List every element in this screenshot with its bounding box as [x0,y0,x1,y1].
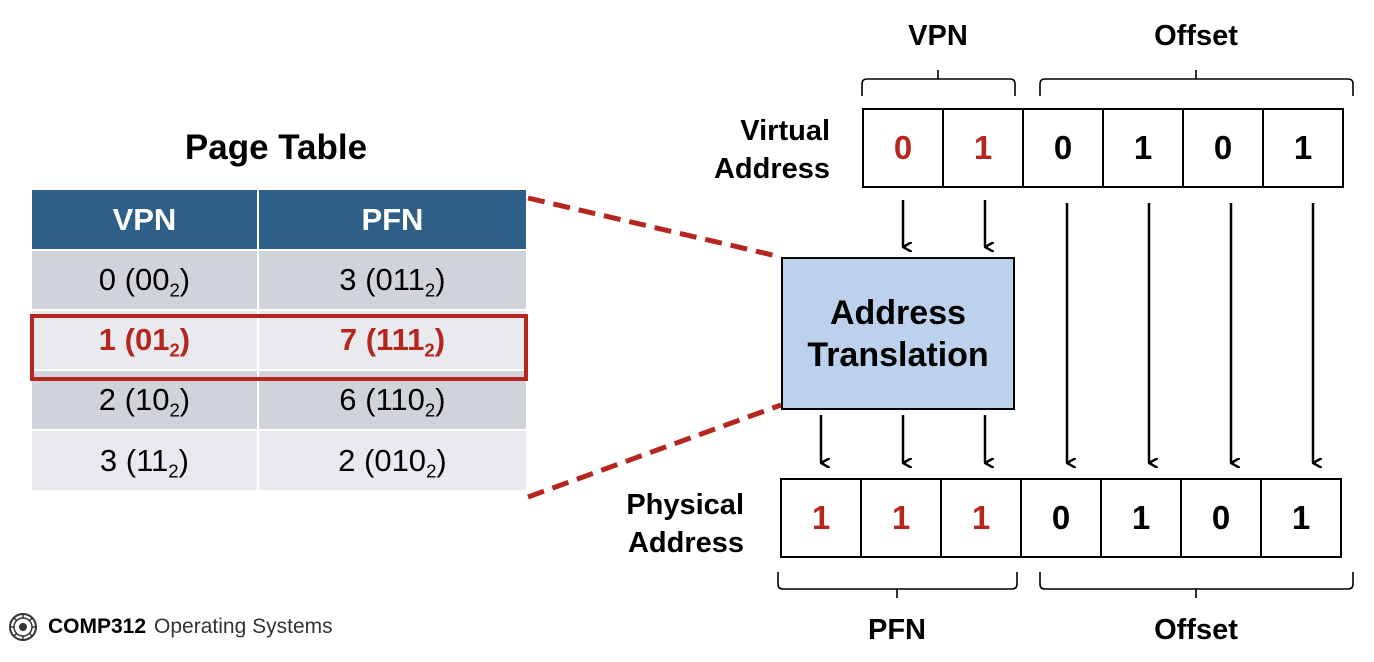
pa-bit: 1 [1100,478,1182,558]
page-table-header: VPN PFN [32,190,526,250]
address-translation-box: Address Translation [781,257,1015,410]
page-table: VPN PFN 0 (002) 3 (0112) 1 (012) 7 (1112… [32,190,526,490]
table-row: 3 (112) 2 (0102) [32,429,526,490]
footer: COMP312 Operating Systems [8,612,333,642]
vpn-cell: 1 (012) [32,309,259,370]
page-table-title: Page Table [184,128,368,167]
physical-address-label: Physical Address [626,489,744,559]
pfn-brace [777,572,1018,598]
university-seal-icon [9,613,37,641]
vpn-header: VPN [32,190,259,250]
pfn-cell: 2 (0102) [257,429,526,490]
va-bit: 0 [1022,108,1104,188]
pfn-label: PFN [868,614,926,646]
pa-bit: 0 [1020,478,1102,558]
highlighted-row-frame [30,314,528,381]
vpn-label: VPN [908,20,968,52]
pa-bit: 1 [1260,478,1342,558]
offset-brace-bottom [1039,572,1354,598]
pfn-header: PFN [257,190,526,250]
offset-label-top: Offset [1154,20,1238,52]
va-bit: 1 [1102,108,1184,188]
zoom-line-bottom [527,402,782,500]
course-name: Operating Systems [154,615,333,638]
virtual-address-bits: 0 1 0 1 0 1 [862,108,1344,188]
physical-address-bits: 1 1 1 0 1 0 1 [780,478,1342,558]
pfn-cell: 7 (1112) [257,309,526,370]
vpn-cell: 0 (002) [32,249,259,310]
pa-bit: 1 [860,478,942,558]
course-code: COMP312 [48,615,147,638]
pa-bit: 1 [940,478,1022,558]
zoom-line-top [527,195,782,260]
virtual-address-label: Virtual Address [713,115,830,185]
vpn-cell: 3 (112) [32,429,259,490]
pa-bit: 1 [780,478,862,558]
offset-brace-top [1039,70,1354,96]
table-row: 0 (002) 3 (0112) [32,249,526,310]
va-bit: 1 [942,108,1024,188]
vpn-brace [861,70,1016,96]
offset-label-bottom: Offset [1154,614,1238,646]
va-bit: 0 [862,108,944,188]
pa-bit: 0 [1180,478,1262,558]
va-bit: 1 [1262,108,1344,188]
pfn-cell: 3 (0112) [257,249,526,310]
table-row-highlighted: 1 (012) 7 (1112) [32,309,526,370]
va-bit: 0 [1182,108,1264,188]
